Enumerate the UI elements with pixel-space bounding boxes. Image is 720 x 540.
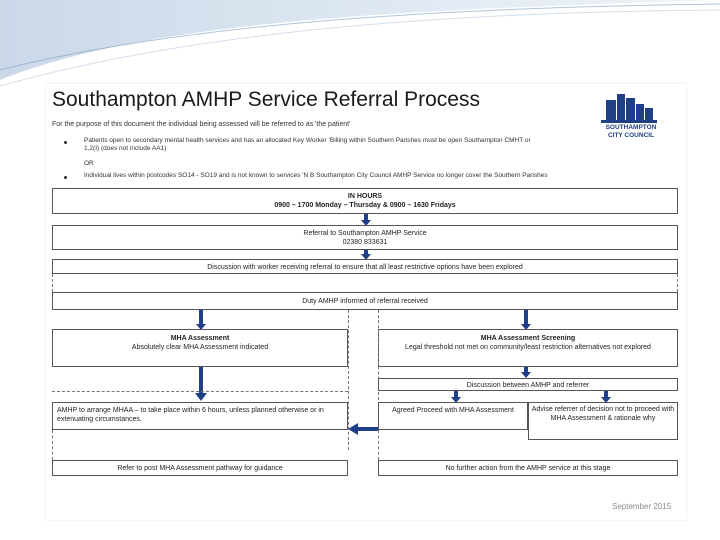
dash-connector: [677, 274, 678, 292]
footer-date: September 2015: [612, 502, 672, 511]
arrow-left-icon: [348, 423, 378, 435]
dash-connector: [348, 310, 349, 450]
agreed-proceed-box: Agreed Proceed with MHA Assessment: [378, 402, 528, 430]
mha-screening-box: MHA Assessment Screening Legal threshold…: [378, 329, 678, 367]
bullet-1: Patients open to secondary mental health…: [84, 137, 531, 152]
in-hours-box: IN HOURS 0900 – 1700 Monday – Thursday &…: [52, 188, 678, 214]
dash-connector: [52, 430, 53, 460]
southampton-city-council-logo: [601, 94, 657, 123]
dash-connector: [378, 430, 379, 460]
arrow-down-icon: [601, 391, 611, 403]
mha-assessment-box: MHA Assessment Absolutely clear MHA Asse…: [52, 329, 348, 367]
arrow-down-icon: [361, 214, 371, 226]
bullet-2: Individual lives within postcodes SO14 -…: [84, 172, 548, 179]
discussion-box: Discussion with worker receiving referra…: [52, 259, 678, 274]
dash-connector: [52, 391, 348, 392]
arrange-mhaa-box: AMHP to arrange MHAA – to take place wit…: [52, 402, 348, 430]
intro-text: For the purpose of this document the ind…: [52, 121, 351, 128]
arrow-down-icon: [195, 367, 207, 401]
advise-referrer-box: Advise referrer of decision not to proce…: [528, 402, 678, 440]
arrow-down-icon: [451, 391, 461, 403]
page-title: Southampton AMHP Service Referral Proces…: [52, 88, 480, 111]
no-further-action-box: No further action from the AMHP service …: [378, 460, 678, 476]
arrow-down-icon: [196, 310, 206, 330]
referral-box: Referral to Southampton AMHP Service 023…: [52, 225, 678, 250]
arrow-down-icon: [521, 310, 531, 330]
amhp-discussion-box: Discussion between AMHP and referrer: [378, 378, 678, 391]
post-pathway-box: Refer to post MHA Assessment pathway for…: [52, 460, 348, 476]
arrow-down-icon: [521, 367, 531, 378]
logo-text: SOUTHAMPTON CITY COUNCIL: [605, 124, 657, 139]
dash-connector: [52, 274, 53, 292]
bullet-dot: [64, 141, 67, 144]
dash-connector: [378, 310, 379, 400]
background-swoosh: [0, 0, 720, 87]
or-text: OR: [84, 160, 94, 167]
duty-box: Duty AMHP informed of referral received: [52, 292, 678, 310]
arrow-down-icon: [361, 250, 371, 260]
bullet-dot: [64, 176, 67, 179]
